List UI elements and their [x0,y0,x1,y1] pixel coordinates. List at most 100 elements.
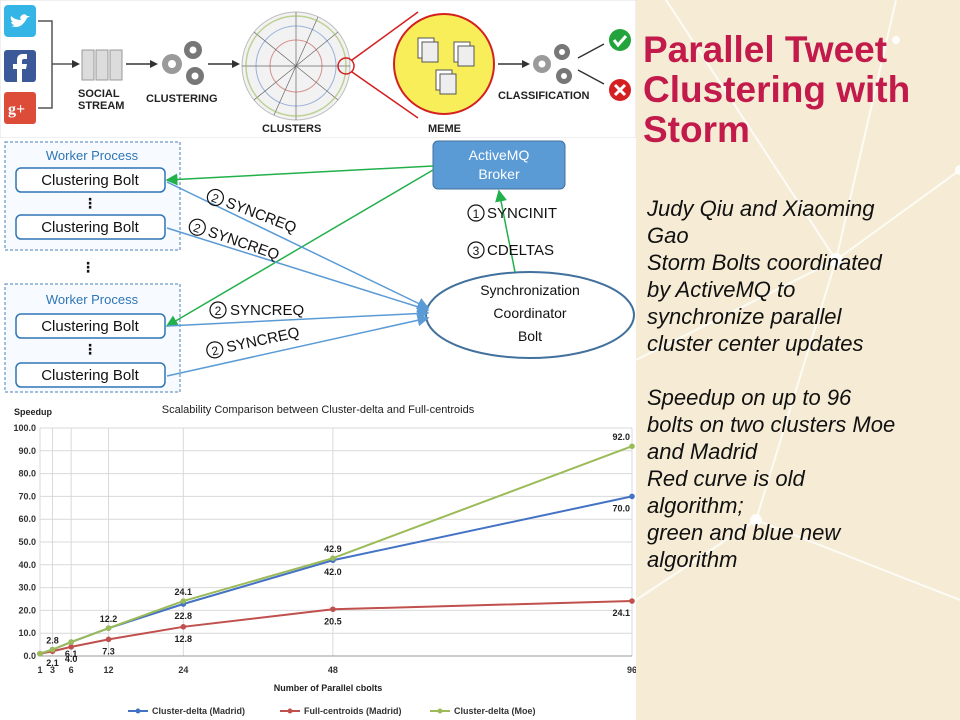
x-tick-label: 96 [627,665,636,675]
svg-text:g+: g+ [8,101,25,118]
social-stream-label: SOCIAL [78,88,120,100]
pipeline-diagram: g+ SOCIAL STREAM CLUSTERING [0,0,636,138]
classification-label: CLASSIFICATION [498,90,590,102]
x-tick-label: 24 [178,665,188,675]
data-point [105,636,112,643]
syncreq-text: SYNCREQ [223,194,298,236]
data-label: 24.1 [612,608,630,618]
y-tick-label: 30.0 [18,583,36,593]
data-point [330,606,336,613]
slide-title: Parallel Tweet Clustering with Storm [643,30,953,150]
syncreq-text: SYNCREQ [225,324,301,356]
step-number: 2 [192,220,203,236]
data-point [49,646,56,653]
body-line: Judy Qiu and Xiaoming [647,196,875,221]
cdeltas-label: 3 CDELTAS [467,241,554,259]
x-tick-label: 48 [328,665,338,675]
syncreq-label-3: 2 SYNCREQ [209,301,304,319]
step-number: 1 [473,207,480,221]
step-number: 2 [209,191,221,207]
data-label: 42.9 [324,544,342,554]
body-line: Speedup on up to 96 [647,385,852,410]
title-line: Parallel Tweet [643,29,888,70]
step-number: 3 [473,244,480,258]
clustering-bolt-box [15,214,166,240]
y-tick-label: 40.0 [18,560,36,570]
meme-circle-icon [393,13,495,115]
chart-legend: Cluster-delta (Madrid)Full-centroids (Ma… [128,706,536,716]
y-tick-label: 100.0 [13,423,36,433]
body-line: bolts on two clusters Moe [647,412,896,437]
worker-process-2: Worker Process Clustering Bolt ⋮ Cluster… [4,283,181,393]
data-label: 22.8 [175,611,193,621]
title-panel [636,0,960,720]
body-line: algorithm; [647,493,744,518]
data-label: 24.1 [175,587,193,597]
y-tick-label: 10.0 [18,628,36,638]
y-tick-label: 20.0 [18,605,36,615]
body-line: Storm Bolts coordinated [647,250,882,275]
check-icon [609,29,631,51]
legend-label: Cluster-delta (Moe) [454,706,536,716]
y-tick-label: 50.0 [18,537,36,547]
y-tick-label: 0.0 [23,651,36,661]
body-line: and Madrid [647,439,758,464]
syncinit-label: 1 SYNCINIT [467,204,557,222]
cluster-tree-icon [241,11,355,121]
x-axis-label: Number of Parallel cbolts [274,683,383,693]
syncreq-text: SYNCREQ [230,302,304,319]
syncinit-text: SYNCINIT [487,205,557,222]
data-point [629,493,635,500]
data-label: 6.1 [65,649,78,659]
x-tick-label: 1 [37,665,42,675]
architecture-diagram: Worker Process Clustering Bolt ⋮ Cluster… [4,140,635,393]
data-point [68,644,74,650]
body-line: Red curve is old [647,466,805,491]
cross-icon [609,79,631,101]
decorative-network-pattern [636,0,960,601]
data-point [68,639,74,645]
step-number: 2 [210,343,220,358]
body-spacer [647,357,947,384]
y-tick-label: 80.0 [18,469,36,479]
title-line: Clustering with [643,69,911,110]
body-line: green and blue new [647,520,841,545]
chart-series [37,443,635,657]
step-number: 2 [215,304,222,318]
legend-marker [287,708,293,714]
data-point [629,598,635,604]
data-label: 92.0 [612,432,630,442]
y-tick-label: 60.0 [18,514,36,524]
data-label: 7.3 [102,646,115,656]
syncreq-label-4: 2 SYNCREQ [206,324,301,359]
ellipsis: ⋮ [83,342,97,358]
document-stack-icon [81,49,123,81]
data-point [629,443,635,450]
legend-marker [437,708,443,714]
cdeltas-text: CDELTAS [487,242,554,259]
coordinator-label-line: Coordinator [493,305,566,321]
clustering-label: CLUSTERING [146,93,218,105]
data-label: 12.8 [175,634,193,644]
body-line: synchronize parallel [647,304,842,329]
gears-icon [533,44,572,84]
clustering-bolt-label: Clustering Bolt [41,318,139,335]
data-label: 20.5 [324,616,342,626]
coordinator-label-line: Synchronization [480,282,580,298]
facebook-logo-icon [4,50,36,82]
data-point [330,555,336,561]
broker-label-line: Broker [478,166,520,182]
slide-body: Judy Qiu and Xiaoming Gao Storm Bolts co… [647,195,947,573]
meme-label: MEME [428,123,461,135]
clustering-bolt-box [15,362,166,388]
clustering-bolt-label: Clustering Bolt [41,367,139,384]
clustering-bolt-box [15,167,166,193]
data-label: 12.2 [100,614,118,624]
clustering-bolt-box [15,313,166,339]
data-label: 2.1 [46,658,59,668]
worker-process-label: Worker Process [46,292,139,307]
chart-title: Scalability Comparison between Cluster-d… [162,404,475,416]
data-label: 42.0 [324,567,342,577]
